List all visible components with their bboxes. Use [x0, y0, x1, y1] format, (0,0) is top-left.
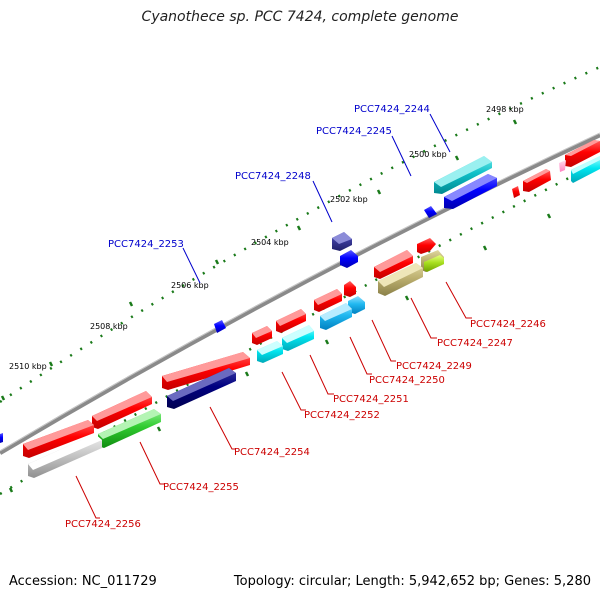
ruler-label-2508: 2508 kbp — [90, 322, 128, 331]
gene-2251 — [276, 309, 314, 351]
ruler-label-2504: 2504 kbp — [251, 238, 289, 247]
leader-line-2255 — [139, 441, 165, 485]
gene-2256 — [23, 420, 102, 478]
ruler-label-2498: 2498 kbp — [486, 105, 524, 114]
gene-2244 — [434, 156, 492, 194]
gene-arrow-right-pink — [559, 160, 566, 172]
leader-line-2250 — [349, 336, 372, 375]
leader-line-2246 — [445, 281, 472, 319]
leader-line-2254 — [209, 406, 236, 450]
gene-2246 — [421, 250, 444, 272]
gene-2247 — [374, 238, 436, 296]
leader-line-2247 — [410, 297, 437, 339]
gene-small-blue-2 — [340, 250, 358, 268]
gene-arrow-right-red-2 — [523, 169, 551, 192]
gene-label-2245[interactable]: PCC7424_2245 — [316, 126, 392, 137]
ruler-label-2510: 2510 kbp — [9, 362, 47, 371]
gene-arrow-right-red-3 — [512, 186, 520, 198]
leader-line-2244 — [429, 113, 451, 153]
gene-small-blue-1 — [424, 206, 437, 218]
gene-arrow-right-red-1 — [565, 140, 600, 167]
leader-line-2251 — [309, 354, 334, 395]
gene-label-2254[interactable]: PCC7424_2254 — [234, 447, 310, 458]
gene-label-2244[interactable]: PCC7424_2244 — [354, 104, 430, 115]
gene-2249 — [344, 281, 365, 314]
gene-label-2252[interactable]: PCC7424_2252 — [304, 410, 380, 421]
genome-backbone — [0, 132, 600, 455]
ruler-label-2506: 2506 kbp — [171, 281, 209, 290]
gene-arrow-right-cyan — [571, 156, 600, 183]
gene-2245 — [444, 174, 497, 209]
ruler-label-2500: 2500 kbp — [409, 150, 447, 159]
ruler-label-2502: 2502 kbp — [330, 195, 368, 204]
leader-line-2245 — [391, 135, 412, 177]
topology-text: Topology: circular; Length: 5,942,652 bp… — [233, 574, 591, 589]
gene-edge-blue — [0, 433, 3, 443]
leader-line-2253 — [182, 247, 201, 284]
accession-text: Accession: NC_011729 — [9, 574, 157, 589]
genome-backbone-highlight — [0, 132, 600, 452]
gene-label-2246[interactable]: PCC7424_2246 — [470, 319, 546, 330]
gene-2252 — [252, 326, 283, 363]
gene-label-2253[interactable]: PCC7424_2253 — [108, 239, 184, 250]
gene-label-2256[interactable]: PCC7424_2256 — [65, 519, 141, 530]
gene-2253 — [214, 320, 226, 333]
gene-2250 — [314, 289, 352, 330]
leader-line-2256 — [75, 475, 100, 519]
leader-line-2248 — [312, 180, 333, 223]
leader-line-2252 — [281, 371, 306, 411]
ruler-ring-outer — [0, 65, 600, 404]
gene-label-2255[interactable]: PCC7424_2255 — [163, 482, 239, 493]
ruler-ticks-outer — [0, 119, 518, 401]
ruler-ring-inner — [0, 160, 600, 496]
gene-label-2251[interactable]: PCC7424_2251 — [333, 394, 409, 405]
gene-2255 — [92, 391, 161, 448]
gene-label-2248[interactable]: PCC7424_2248 — [235, 171, 311, 182]
leader-line-2249 — [371, 319, 396, 362]
gene-2248 — [332, 232, 352, 251]
gene-label-2247[interactable]: PCC7424_2247 — [437, 338, 513, 349]
gene-label-2249[interactable]: PCC7424_2249 — [396, 361, 472, 372]
map-title: Cyanothece sp. PCC 7424, complete genome — [141, 9, 459, 25]
gene-label-2250[interactable]: PCC7424_2250 — [369, 375, 445, 386]
gene-2254 — [162, 352, 250, 409]
